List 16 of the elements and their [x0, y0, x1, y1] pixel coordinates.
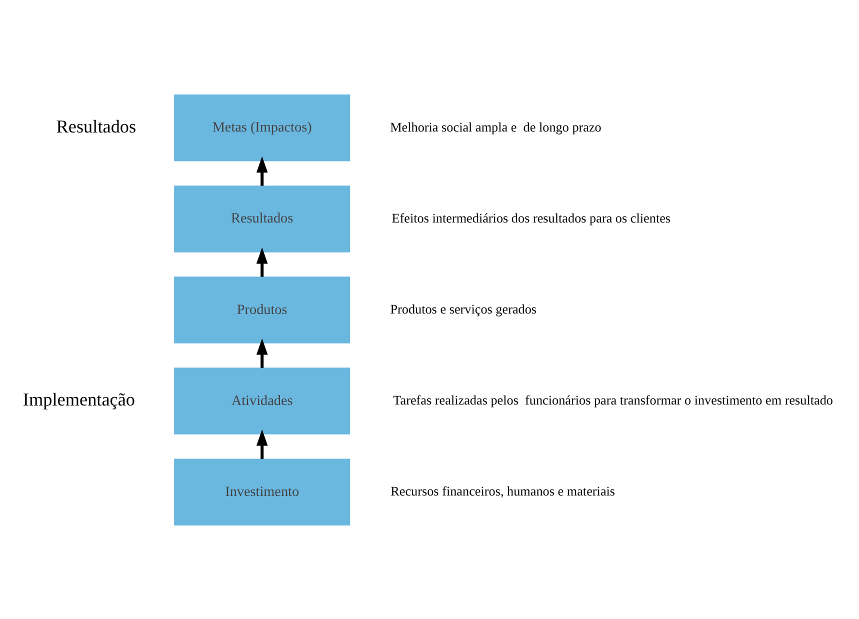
node-label: Melhoria social ampla e de longo prazo: [390, 118, 601, 134]
arrow: [256, 246, 268, 276]
arrow: [256, 429, 268, 458]
node-label: Produtos e serviços gerados: [390, 300, 536, 316]
arrow: [256, 156, 268, 186]
node-label: Efeitos intermediários dos resultados para os clientes: [391, 210, 670, 225]
node-box: Metas (Impactos): [174, 94, 350, 161]
node-box: Investimento: [174, 458, 350, 525]
node-label: Tarefas realizadas pelos funcionários para transformar o investimento em resultado: [392, 392, 833, 407]
node-box: Resultados: [174, 185, 350, 252]
node-label: Recursos financeiros, humanos e materiais: [390, 483, 615, 498]
node-box: Atividades: [174, 367, 350, 434]
label: Implementação: [22, 388, 135, 409]
label: Resultados: [56, 116, 136, 136]
arrow: [256, 338, 268, 368]
node-box: Produtos: [174, 276, 350, 343]
